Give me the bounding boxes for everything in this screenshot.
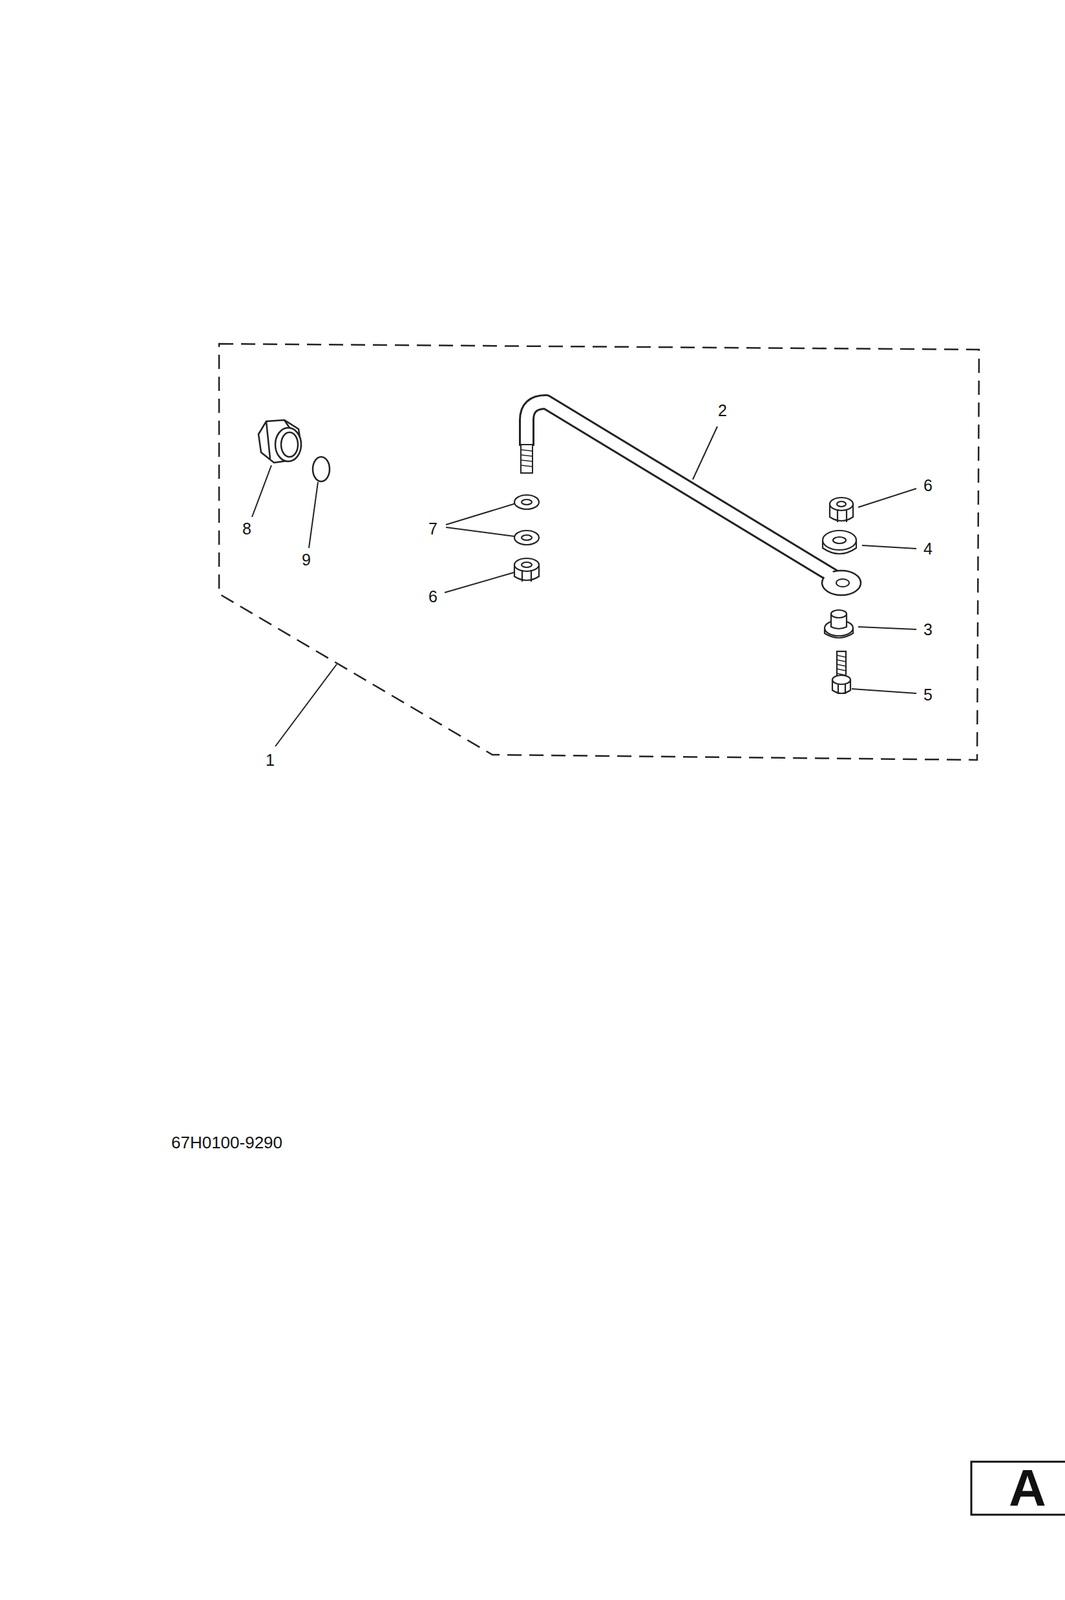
o-ring: [312, 456, 330, 482]
part-code: 67H0100-9290: [171, 1134, 283, 1151]
steering-rod: [520, 401, 861, 596]
leader-lines: [252, 426, 917, 747]
kit-outline: [219, 343, 980, 760]
bushing: [824, 610, 854, 638]
large-nut: [258, 420, 302, 463]
callout-number: 9: [301, 551, 311, 569]
bolt: [832, 651, 851, 695]
callout-number: 8: [242, 520, 252, 538]
callout-number: 5: [923, 686, 933, 704]
callout-number: 7: [428, 520, 438, 538]
callout-number: 4: [923, 540, 933, 558]
page-letter: A: [1008, 1462, 1047, 1515]
washers: [514, 495, 539, 545]
nut: [829, 497, 854, 523]
page-tab: [971, 1461, 1065, 1515]
callout-number: 1: [265, 752, 275, 769]
washer: [822, 530, 857, 554]
callout-number: 6: [428, 588, 438, 605]
callout-number: 3: [923, 621, 933, 638]
nut: [514, 558, 539, 582]
callout-number: 6: [923, 477, 933, 494]
callout-number: 2: [717, 402, 728, 419]
